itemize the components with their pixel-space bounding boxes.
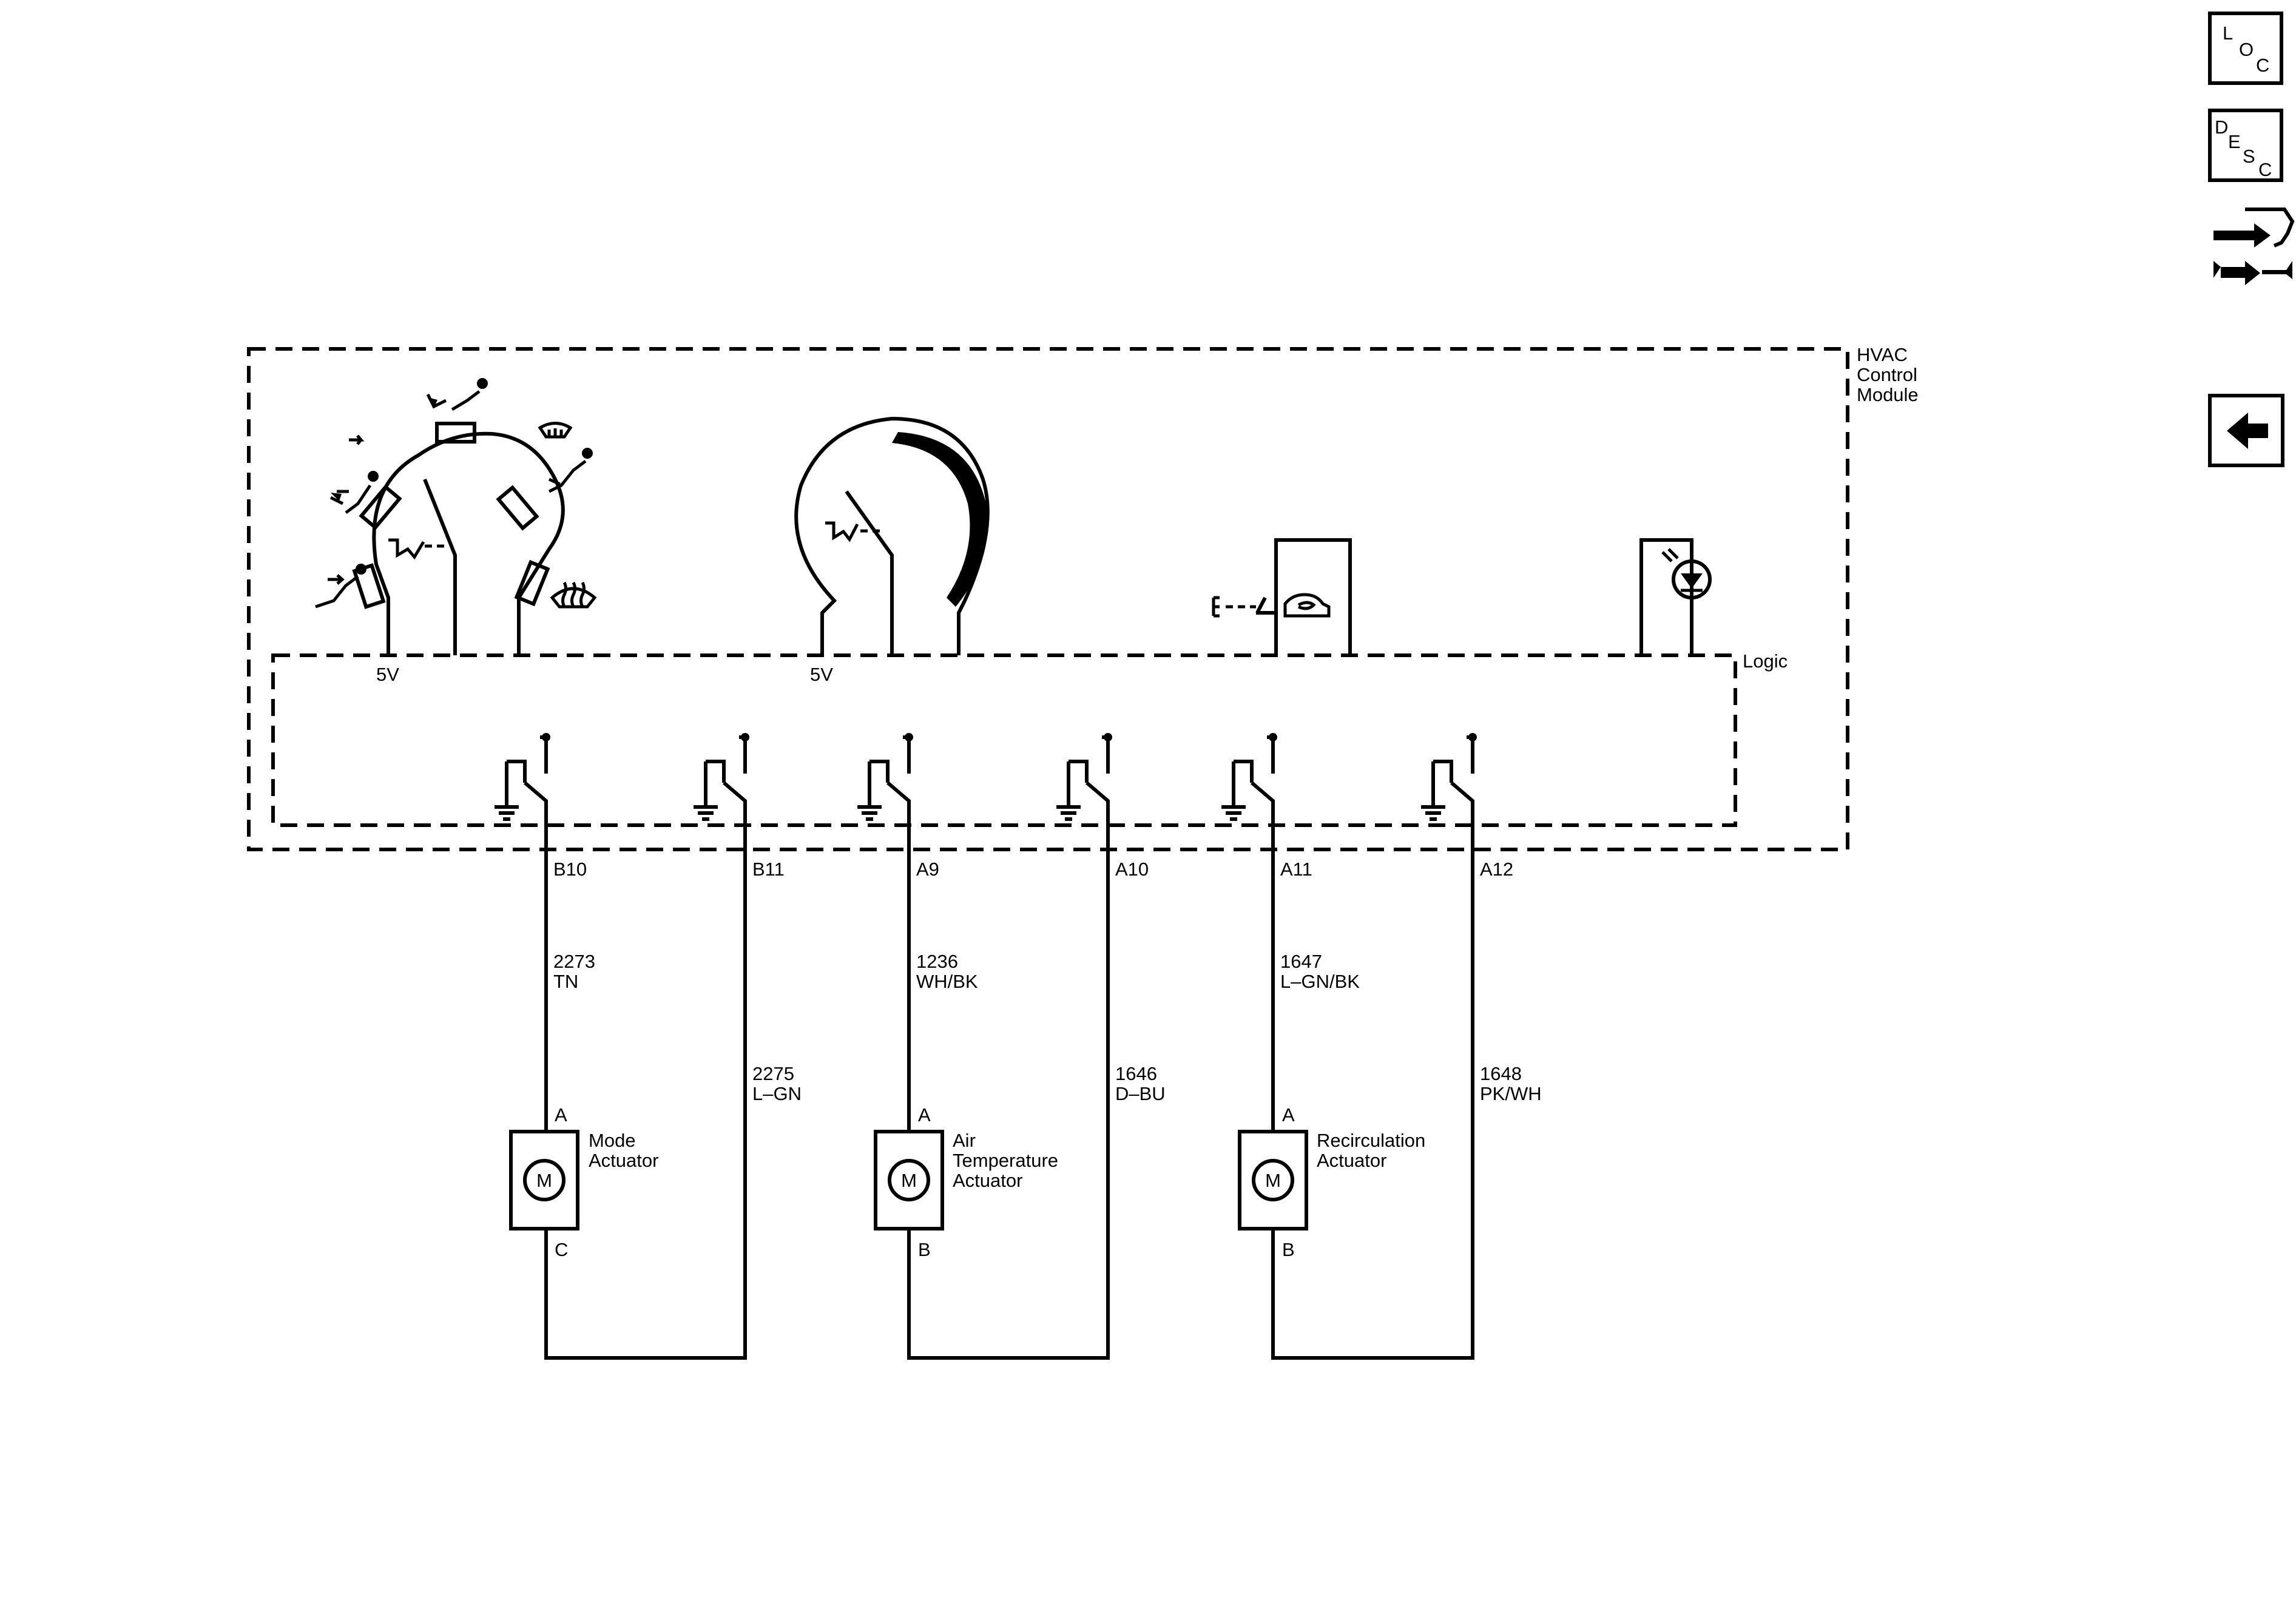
driver-a9 xyxy=(857,733,913,825)
pin-label-b10: B10 xyxy=(553,859,587,880)
motor-label: M xyxy=(901,1170,917,1191)
motor-symbol xyxy=(1252,1159,1294,1201)
mode-actuator: M A C Mode Actuator xyxy=(509,1104,658,1260)
mode-supply-label: 5V xyxy=(376,664,399,685)
air-temp-actuator-name-line3: Actuator xyxy=(953,1170,1022,1191)
desc-letter-d: D xyxy=(2215,116,2228,138)
logic-boundary xyxy=(271,653,1737,827)
recirculation-switch xyxy=(1212,538,1352,655)
hvac-module-boundary xyxy=(247,347,1849,851)
recirc-actuator-pin-top: A xyxy=(1282,1104,1295,1126)
air-temp-actuator-name-line1: Air xyxy=(953,1130,976,1151)
temperature-control-potentiometer: 5V xyxy=(794,416,990,685)
mode-selector-switch: 5V xyxy=(315,378,597,685)
module-label-line1: HVAC xyxy=(1857,344,1908,365)
air-temperature-actuator: M A B Air Temperature Actuator xyxy=(874,1104,1058,1260)
driver-a12 xyxy=(1421,733,1477,825)
motor-label: M xyxy=(1265,1170,1281,1191)
pin-label-b11: B11 xyxy=(752,859,785,880)
mode-actuator-name-line1: Mode xyxy=(589,1130,636,1151)
temp-supply-label: 5V xyxy=(810,664,833,685)
connector-end-view-icon[interactable] xyxy=(2213,208,2295,285)
defrost-icon xyxy=(550,581,597,609)
circuit-number-1648: 1648 xyxy=(1480,1063,1522,1084)
defog-icon xyxy=(538,422,593,493)
driver-b11 xyxy=(694,733,749,825)
circuit-number-1647: 1647 xyxy=(1280,951,1322,972)
module-label-line2: Control xyxy=(1857,364,1917,385)
location-button[interactable]: L O C xyxy=(2208,12,2283,85)
mode-actuator-pin-bottom: C xyxy=(555,1239,568,1260)
air-temp-actuator-name-line2: Temperature xyxy=(953,1150,1058,1171)
circuit-color-pk-wh: PK/WH xyxy=(1480,1083,1542,1104)
mode-actuator-pin-top: A xyxy=(555,1104,567,1126)
recirculation-icon xyxy=(1283,593,1331,618)
module-label-line3: Module xyxy=(1857,384,1919,405)
recirculation-actuator: M A B Recirculation Actuator xyxy=(1238,1104,1425,1260)
air-temp-actuator-pin-bottom: B xyxy=(918,1239,931,1260)
pin-label-a10: A10 xyxy=(1115,859,1149,880)
circuit-number-2273: 2273 xyxy=(553,951,595,972)
air-temp-actuator-pin-top: A xyxy=(918,1104,931,1126)
bi-level-icon xyxy=(329,434,379,514)
circuit-color-d-bu: D–BU xyxy=(1115,1083,1166,1104)
recirc-actuator-name-line1: Recirculation xyxy=(1317,1130,1425,1151)
driver-a11 xyxy=(1221,733,1277,825)
driver-a10 xyxy=(1056,733,1112,825)
circuit-color-l-gn-bk: L–GN/BK xyxy=(1280,971,1360,992)
desc-letter-s: S xyxy=(2243,146,2255,167)
motor-symbol xyxy=(523,1159,566,1201)
indicator-led xyxy=(1639,538,1712,655)
circuit-color-l-gn: L–GN xyxy=(752,1083,802,1104)
circuit-wires xyxy=(544,825,1474,1360)
circuit-number-1236: 1236 xyxy=(916,951,958,972)
loc-letter-l: L xyxy=(2223,22,2233,44)
logic-label: Logic xyxy=(1743,650,1788,672)
circuit-color-wh-bk: WH/BK xyxy=(916,971,978,992)
vent-icon xyxy=(426,378,488,411)
motor-symbol xyxy=(888,1159,930,1201)
driver-b10 xyxy=(495,733,550,825)
description-button[interactable]: D E S C xyxy=(2208,109,2283,182)
pin-label-a12: A12 xyxy=(1480,859,1513,880)
recirc-actuator-pin-bottom: B xyxy=(1282,1239,1295,1260)
circuit-number-2275: 2275 xyxy=(752,1063,794,1084)
mode-actuator-name-line2: Actuator xyxy=(589,1150,658,1171)
panel-icon xyxy=(315,564,366,609)
back-arrow-icon xyxy=(2227,413,2268,449)
circuit-number-1646: 1646 xyxy=(1115,1063,1157,1084)
desc-letter-e: E xyxy=(2228,131,2241,152)
loc-letter-o: O xyxy=(2239,39,2254,60)
loc-letter-c: C xyxy=(2256,55,2269,76)
pin-label-a11: A11 xyxy=(1280,859,1312,880)
back-button[interactable] xyxy=(2208,394,2284,467)
circuit-color-tn: TN xyxy=(553,971,578,992)
driver-group xyxy=(495,733,1477,825)
desc-letter-c: C xyxy=(2258,159,2272,180)
pin-label-a9: A9 xyxy=(916,859,939,880)
recirc-actuator-name-line2: Actuator xyxy=(1317,1150,1386,1171)
motor-label: M xyxy=(536,1170,552,1191)
